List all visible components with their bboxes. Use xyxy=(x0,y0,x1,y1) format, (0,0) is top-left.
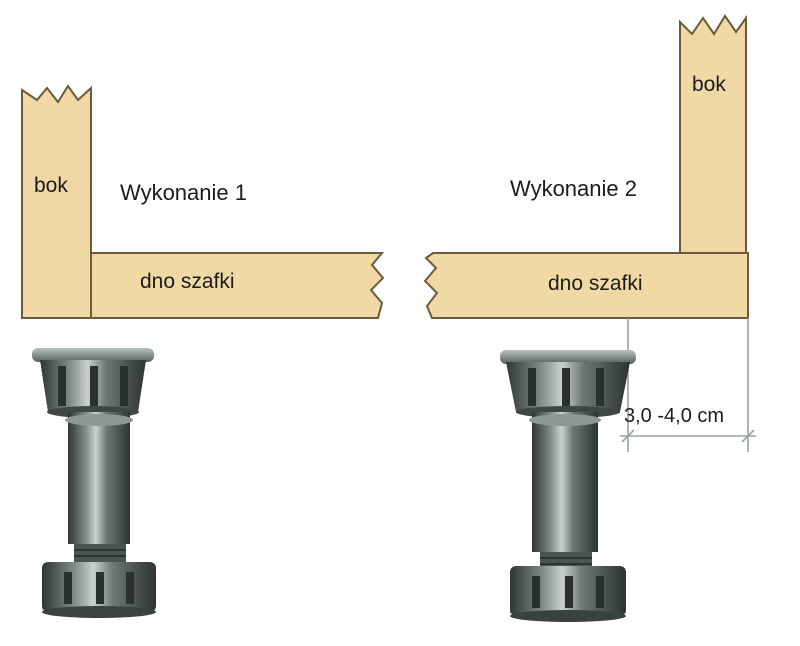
label-dimension: 3,0 -4,0 cm xyxy=(624,405,725,427)
label-variant-1: Wykonanie 1 xyxy=(120,180,247,205)
adjustable-leg-left xyxy=(32,348,156,618)
label-bottom-right: dno szafki xyxy=(548,272,643,295)
label-variant-2: Wykonanie 2 xyxy=(510,176,637,201)
cabinet-bottom-right xyxy=(423,252,749,319)
variant-1-wood xyxy=(21,84,385,319)
label-side-right: bok xyxy=(692,73,726,96)
adjustable-leg-right xyxy=(500,350,636,622)
dimension-marker xyxy=(620,318,756,452)
label-bottom-left: dno szafki xyxy=(140,270,235,293)
cabinet-bottom-left xyxy=(90,252,385,319)
label-side-left: bok xyxy=(34,174,68,197)
side-panel-left xyxy=(21,84,92,319)
variant-2-wood xyxy=(423,14,749,319)
side-panel-right xyxy=(679,14,747,254)
